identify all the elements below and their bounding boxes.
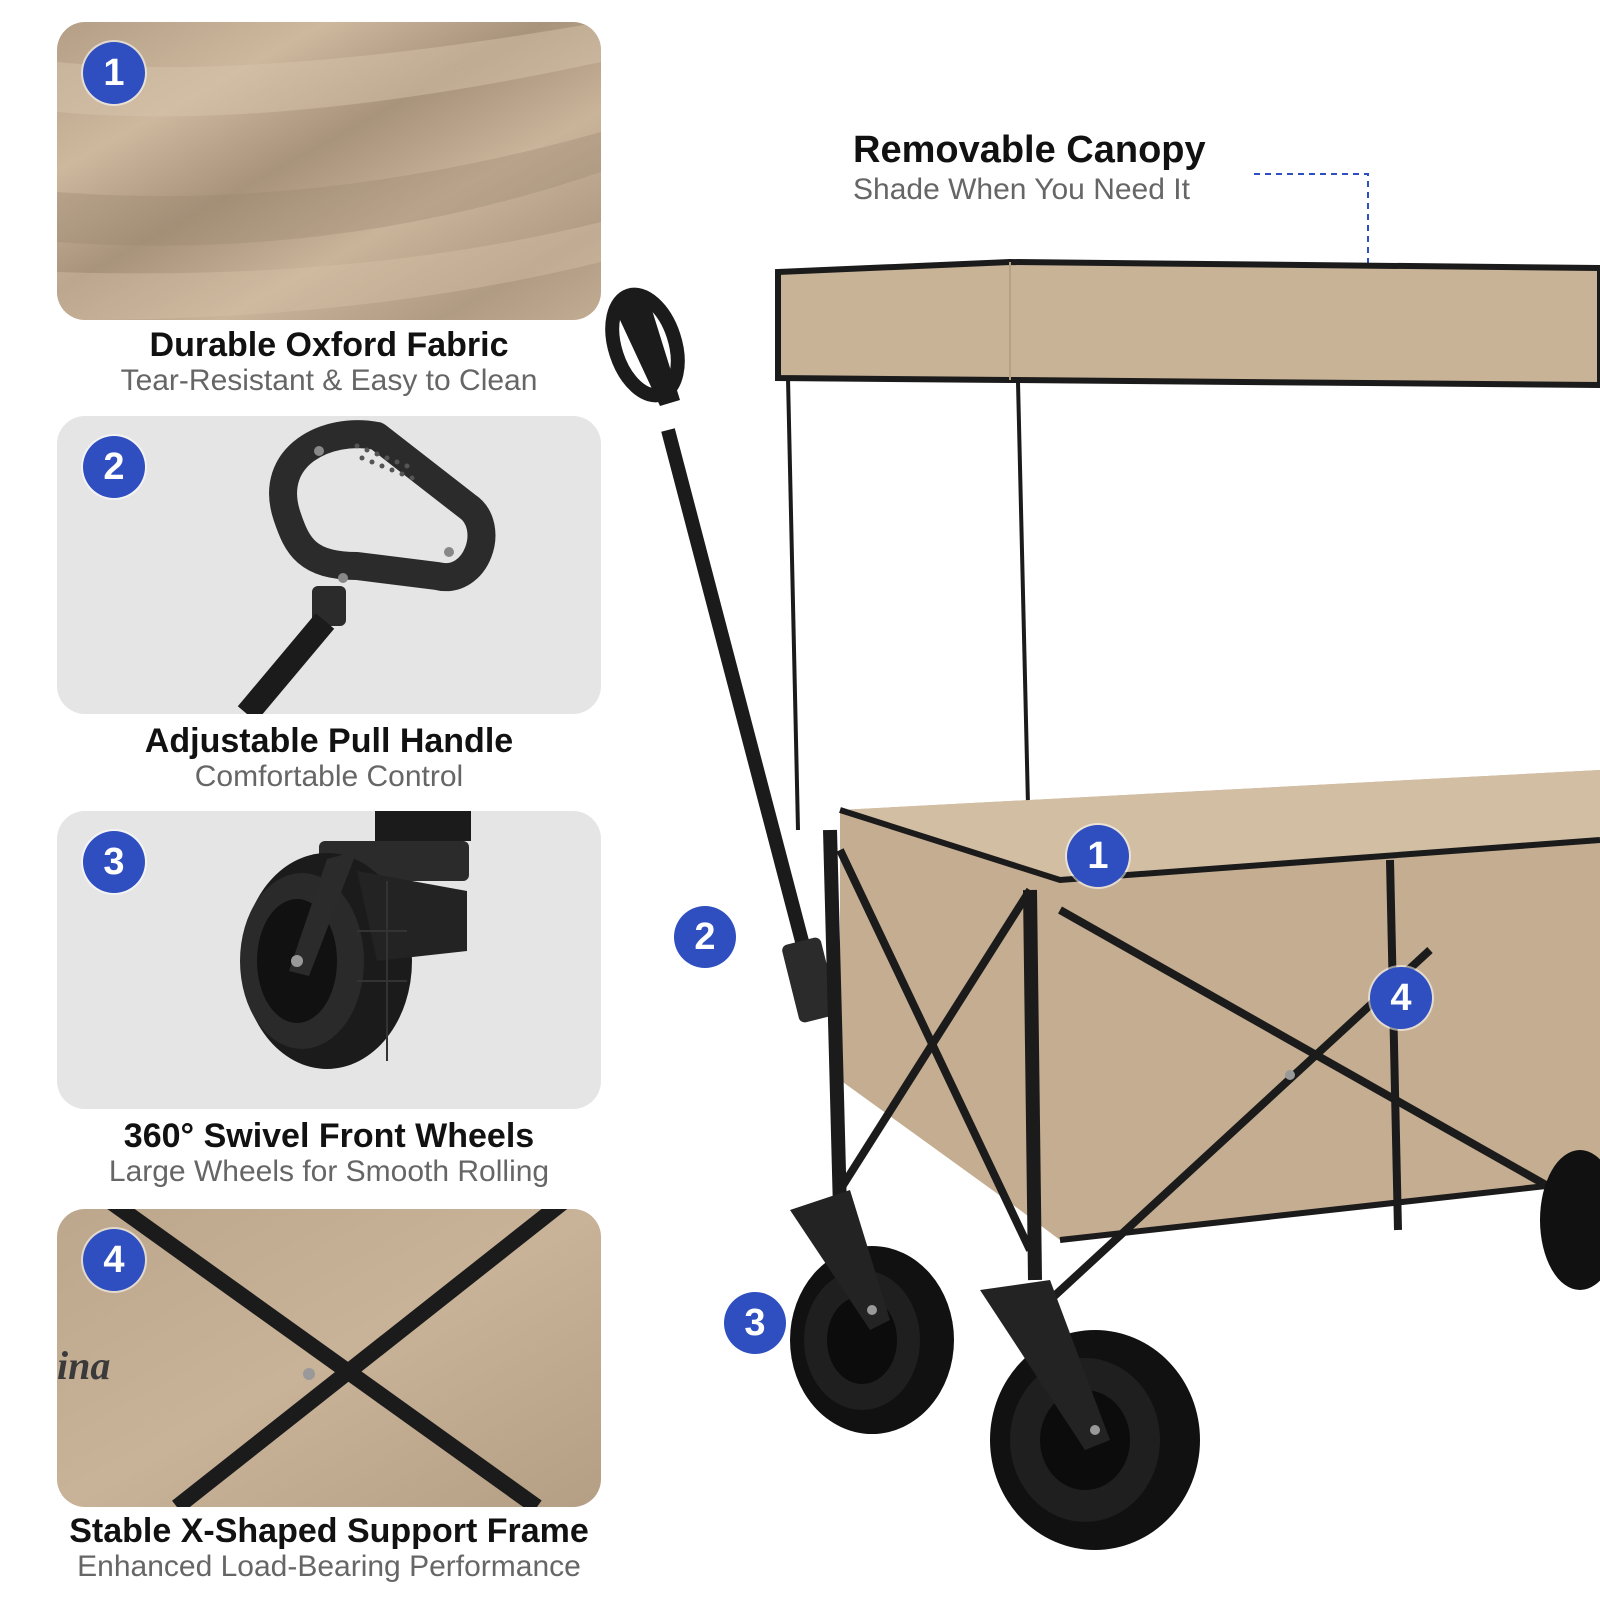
feature-badge-1: 1 — [83, 42, 145, 104]
feature-badge-4: 4 — [83, 1229, 145, 1291]
frame-closeup-panel: ina 4 — [57, 1209, 601, 1507]
feature-caption-4: Stable X-Shaped Support Frame Enhanced L… — [57, 1512, 601, 1584]
wagon-callout-1: 1 — [1067, 825, 1129, 887]
feature-caption-3: 360° Swivel Front Wheels Large Wheels fo… — [57, 1117, 601, 1189]
pull-handle-image — [237, 420, 496, 714]
feature-caption-1: Durable Oxford Fabric Tear-Resistant & E… — [57, 326, 601, 398]
feature-subtitle: Tear-Resistant & Easy to Clean — [120, 364, 538, 397]
feature-title: 360° Swivel Front Wheels — [123, 1117, 535, 1155]
feature-subtitle: Comfortable Control — [194, 760, 464, 793]
canopy-caption: Removable Canopy Shade When You Need It — [853, 128, 1206, 208]
feature-caption-2: Adjustable Pull Handle Comfortable Contr… — [57, 722, 601, 794]
feature-badge-3: 3 — [83, 831, 145, 893]
wagon-illustration — [605, 258, 1600, 1550]
fabric-print-text: ina — [57, 1343, 110, 1388]
canopy-leader-line — [1254, 173, 1369, 268]
fabric-closeup-panel: 1 — [57, 22, 601, 320]
wagon-callout-4: 4 — [1370, 967, 1432, 1029]
feature-title: Adjustable Pull Handle — [144, 722, 514, 760]
wagon-callout-3: 3 — [724, 1292, 786, 1354]
canopy-subtitle: Shade When You Need It — [853, 173, 1190, 206]
feature-subtitle: Large Wheels for Smooth Rolling — [108, 1155, 550, 1188]
handle-closeup-panel: 2 — [57, 416, 601, 714]
x-frame-image: ina — [57, 1209, 601, 1507]
feature-title: Durable Oxford Fabric — [149, 326, 509, 364]
wheel-closeup-panel: 3 — [57, 811, 601, 1109]
feature-badge-2: 2 — [83, 436, 145, 498]
swivel-wheel-image — [240, 811, 471, 1069]
wagon-callout-2: 2 — [674, 906, 736, 968]
feature-subtitle: Enhanced Load-Bearing Performance — [77, 1550, 581, 1583]
fabric-texture-image — [57, 22, 601, 320]
canopy-title: Removable Canopy — [853, 129, 1206, 171]
feature-title: Stable X-Shaped Support Frame — [69, 1512, 589, 1550]
